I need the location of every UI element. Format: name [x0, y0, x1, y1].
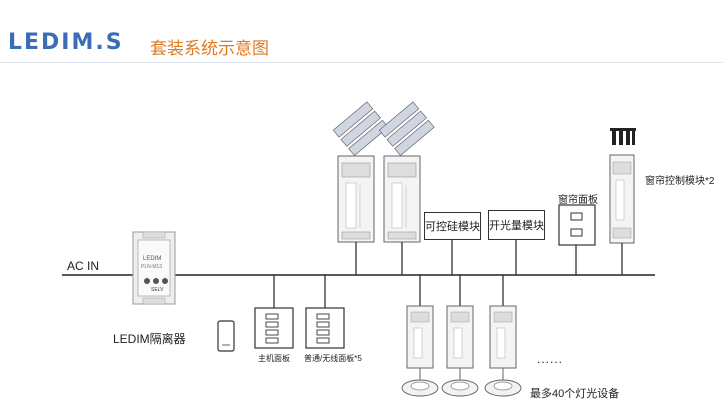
curtain-module-device — [609, 154, 635, 244]
isolator-brand-text: LEDIM — [143, 256, 162, 262]
light-device-1 — [401, 275, 439, 397]
led-strip-icon-2 — [378, 101, 435, 156]
brand-logo: LEDIM.S — [8, 30, 124, 55]
curtain-icon — [610, 128, 636, 145]
isolator-device — [132, 231, 176, 305]
isolator-model-text: PLN-M13 — [141, 264, 163, 270]
curtain-module-label: 窗帘控制模块*2 — [645, 176, 715, 187]
main-panel-label: 主机面板 — [258, 354, 290, 363]
normal-panel-label: 普通/无线面板*5 — [304, 354, 362, 363]
led-driver-1 — [337, 155, 375, 243]
isolator-selv-text: SELV — [151, 287, 164, 293]
curtain-panel-label: 窗帘面板 — [558, 195, 598, 206]
phone-icon — [217, 320, 235, 352]
curtain-panel-device — [558, 204, 596, 246]
light-device-3 — [484, 275, 522, 397]
isolator-indicator-icon — [144, 278, 150, 284]
led-strip-icon-1 — [332, 101, 389, 156]
isolator-label: LEDIM隔离器 — [113, 332, 186, 346]
led-driver-2 — [383, 155, 421, 243]
max-devices-label: 最多40个灯光设备 — [530, 388, 620, 400]
normal-panel-device — [305, 307, 345, 349]
ac-in-label: AC IN — [67, 259, 100, 273]
page-title: 套装系统示意图 — [150, 39, 269, 59]
main-panel-device — [254, 307, 294, 349]
switch-module-box: 开光量模块 — [488, 210, 545, 240]
scr-module-box: 可控硅模块 — [424, 212, 481, 240]
more-dots: ...... — [537, 352, 564, 366]
light-device-2 — [441, 275, 479, 397]
header-divider — [0, 62, 723, 63]
